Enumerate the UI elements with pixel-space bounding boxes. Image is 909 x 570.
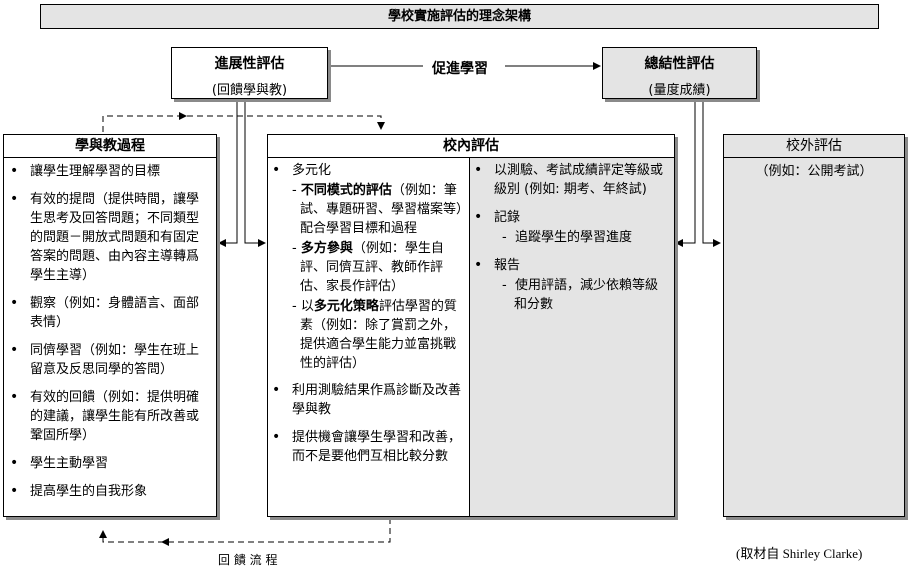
- external-assessment-box: 校外評估 （例如：公開考試）: [723, 134, 905, 517]
- internal-assessment-box: 校內評估 多元化 - 不同模式的評估（例如：筆試、專題研習、學習檔案等）配合學習…: [267, 134, 675, 517]
- record-label: 記錄: [494, 210, 521, 225]
- summative-subtitle: (量度成績): [648, 83, 711, 98]
- sub-item-modes: - 不同模式的評估（例如：筆試、專題研習、學習檔案等）配合學習目標和過程: [292, 183, 463, 236]
- sub-item-strategies: - 以多元化策略評估學習的質素（例如：除了賞罰之外，提供適合學生能力並富挑戰性的…: [292, 299, 457, 371]
- top-dashed-loop: [102, 115, 385, 132]
- list-item: 有效的回饋（例如：提供明確的建議，讓學生能有所改善或鞏固所學）: [10, 388, 210, 445]
- list-item: 觀察（例如：身體語言、面部表情）: [10, 294, 210, 332]
- list-item: 多元化 - 不同模式的評估（例如：筆試、專題研習、學習檔案等）配合學習目標和過程…: [272, 161, 463, 373]
- list-item: 學生主動學習: [10, 454, 210, 473]
- summative-assessment-box: 總結性評估 (量度成績): [602, 47, 757, 99]
- formative-title: 進展性評估: [214, 56, 285, 72]
- formative-assessment-box: 進展性評估 (回饋學與教): [171, 47, 328, 99]
- learning-teaching-list: 讓學生理解學習的目標 有效的提問（提供時間，讓學生思考及回答問題；不同類型的問題…: [4, 158, 216, 501]
- internal-left-column: 多元化 - 不同模式的評估（例如：筆試、專題研習、學習檔案等）配合學習目標和過程…: [268, 158, 470, 516]
- formative-connector: [219, 101, 238, 244]
- promote-learning-label: 促進學習: [432, 61, 488, 77]
- feedback-process-label: 回 饋 流 程: [218, 553, 278, 567]
- external-example: （例如：公開考試）: [755, 164, 873, 179]
- sub-item-participation: - 多方參與（例如：學生自評、同儕互評、教師作評估、家長作評估）: [292, 241, 444, 294]
- summative-connector: [675, 101, 696, 247]
- diversified-label: 多元化: [292, 163, 332, 178]
- list-item: 以測驗、考試成績評定等級或級別 (例如: 期考、年終試): [474, 161, 668, 199]
- learning-teaching-title: 學與教過程: [4, 135, 216, 158]
- list-item: 有效的提問（提供時間，讓學生思考及回答問題；不同類型的問題－開放式問題和有固定答…: [10, 190, 210, 285]
- report-label: 報告: [494, 258, 521, 273]
- list-item: 記錄 - 追蹤學生的學習進度: [474, 208, 668, 247]
- internal-right-column: 以測驗、考試成績評定等級或級別 (例如: 期考、年終試) 記錄 - 追蹤學生的學…: [470, 158, 674, 516]
- list-item: 提高學生的自我形象: [10, 482, 210, 501]
- list-item: 同儕學習（例如：學生在班上留意及反思同學的答問）: [10, 341, 210, 379]
- sub-item-tracking: - 追蹤學生的學習進度: [502, 230, 632, 245]
- page-title: 學校實施評估的理念架構: [40, 4, 879, 29]
- list-item: 提供機會讓學生學習和改善，而不是要他們互相比較分數: [272, 428, 463, 466]
- list-item: 報告 - 使用評語，減少依賴等級和分數: [474, 256, 668, 314]
- source-credit: (取材自 Shirley Clarke): [736, 546, 863, 561]
- list-item: 讓學生理解學習的目標: [10, 162, 210, 181]
- external-assessment-title: 校外評估: [724, 135, 904, 158]
- sub-item-comments: - 使用評語，減少依賴等級和分數: [502, 278, 658, 312]
- summative-title: 總結性評估: [644, 56, 715, 72]
- internal-assessment-title: 校內評估: [268, 135, 674, 158]
- learning-teaching-box: 學與教過程 讓學生理解學習的目標 有效的提問（提供時間，讓學生思考及回答問題；不…: [3, 134, 217, 517]
- list-item: 利用測驗結果作爲診斷及改善學與教: [272, 381, 463, 419]
- feedback-loop: [99, 518, 391, 543]
- formative-subtitle: (回饋學與教): [211, 83, 288, 98]
